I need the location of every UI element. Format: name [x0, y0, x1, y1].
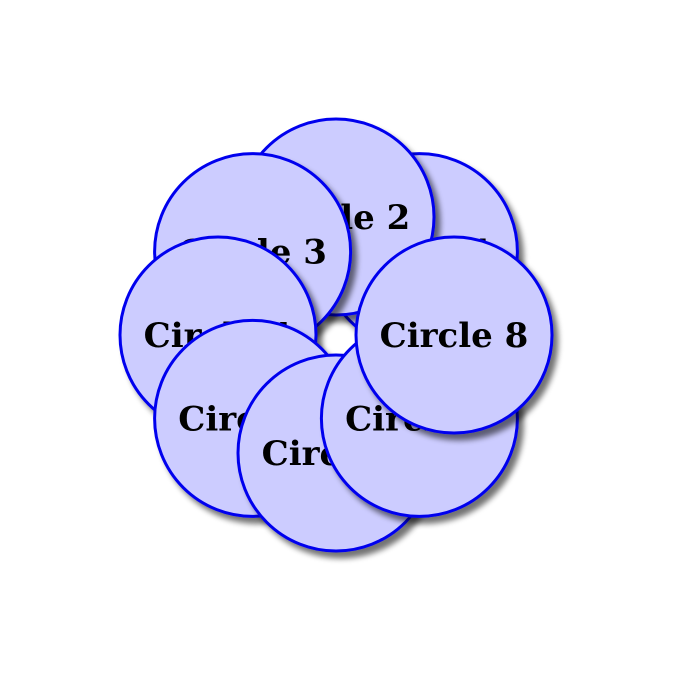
circle-shape: [354, 235, 554, 435]
circle-label: Circle 8: [380, 316, 529, 356]
circle-node-8: Circle 8: [354, 235, 554, 435]
